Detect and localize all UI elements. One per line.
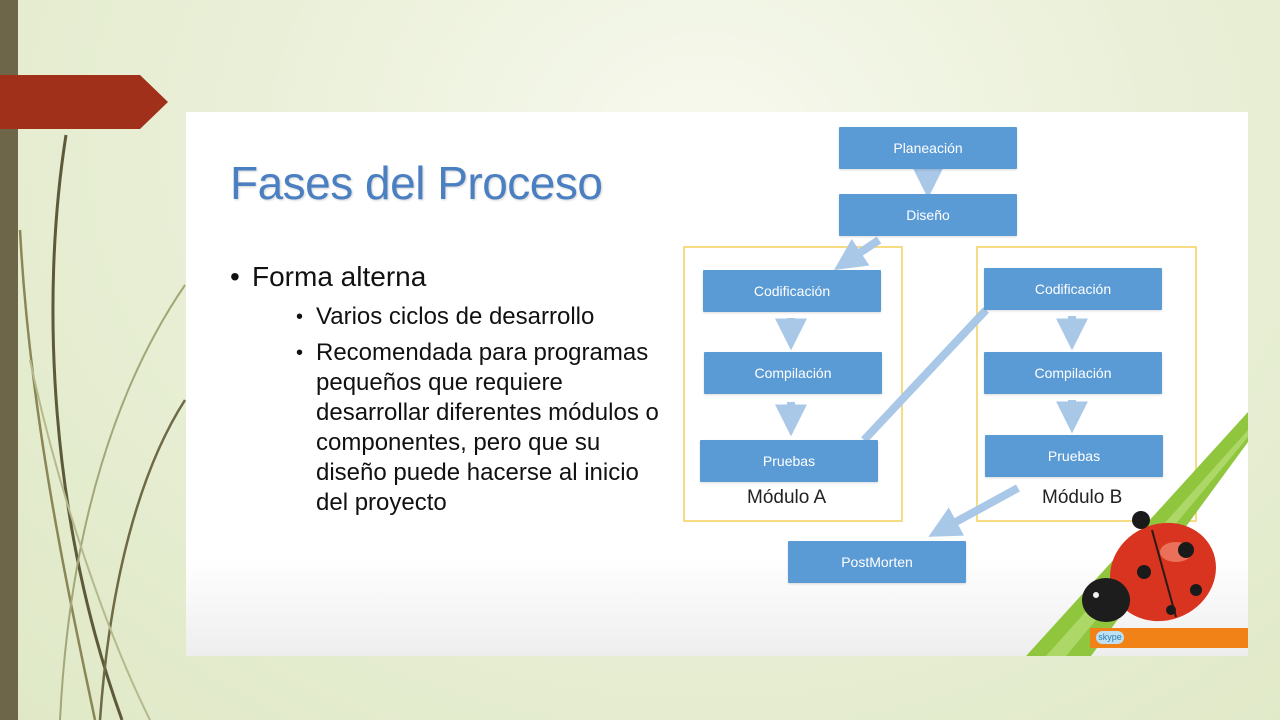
flow-connectors (683, 166, 1248, 656)
module-a-label: Módulo A (747, 487, 827, 508)
module-b-label: Módulo B (1042, 487, 1123, 508)
accent-tab (0, 75, 168, 129)
ladybug-image (1026, 412, 1248, 656)
node-diseno: Diseño (839, 194, 1017, 236)
node-postmorten: PostMorten (788, 541, 966, 583)
left-sidebar-bar (0, 0, 18, 720)
node-b-pruebas: Pruebas (985, 435, 1163, 477)
node-b-compilacion: Compilación (984, 352, 1162, 394)
slide-content: Fases del Proceso Forma alterna Varios c… (186, 112, 1248, 656)
node-b-codificacion: Codificación (984, 268, 1162, 310)
sub-bullet-item: Varios ciclos de desarrollo (294, 302, 670, 332)
node-a-compilacion: Compilación (704, 352, 882, 394)
module-a-frame (683, 246, 903, 522)
skype-logo: skype (1096, 631, 1124, 644)
node-planeacion: Planeación (839, 127, 1017, 169)
arrow-pruebas-b-postmorten (928, 484, 1020, 537)
skype-watermark-bar: skype (1090, 628, 1248, 648)
node-a-codificacion: Codificación (703, 270, 881, 312)
sub-bullet-list: Varios ciclos de desarrollo Recomendada … (230, 302, 670, 518)
arrow-diseno-codificacion-a (834, 236, 882, 270)
bullet-list: Forma alterna Varios ciclos de desarroll… (230, 260, 670, 524)
arrow-pruebas-a-codificacion-b (861, 307, 989, 443)
slide-title: Fases del Proceso (230, 157, 603, 209)
grass-decoration (18, 134, 187, 720)
sub-bullet-item: Recomendada para programas pequeños que … (294, 338, 670, 518)
bullet-main: Forma alterna (230, 260, 670, 294)
node-a-pruebas: Pruebas (700, 440, 878, 482)
module-b-frame (976, 246, 1197, 522)
